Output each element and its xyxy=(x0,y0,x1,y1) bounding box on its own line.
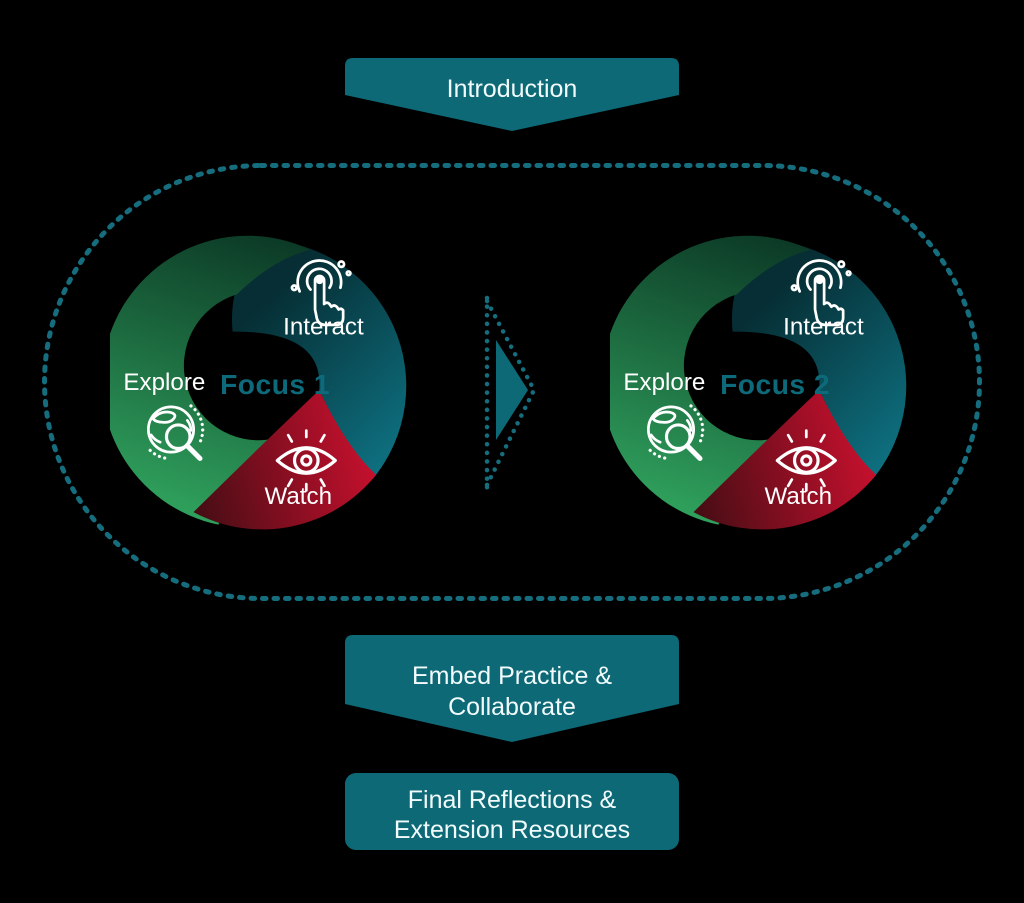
embed-banner-line1: Embed Practice & xyxy=(412,662,612,690)
dotted-capsule-border xyxy=(42,163,982,601)
arrow-dotted-upper-edge xyxy=(484,298,537,393)
intro-banner-label: Introduction xyxy=(447,75,578,103)
cycle-focus-1: Interact Explore Watch Focus 1 xyxy=(110,235,407,530)
segment-watch xyxy=(193,390,377,530)
tap-hand-icon xyxy=(790,259,852,327)
cycle-title: Focus 2 xyxy=(720,368,830,400)
final-banner-shape xyxy=(345,773,679,850)
globe-magnifier-icon xyxy=(646,404,705,461)
eye-icon xyxy=(275,429,337,492)
final-banner-line2: Extension Resources xyxy=(394,816,630,844)
label-watch: Watch xyxy=(764,483,832,510)
label-interact: Interact xyxy=(283,314,364,341)
eye-icon xyxy=(775,429,837,492)
cycle-focus-2: Interact Explore Watch Focus 2 xyxy=(610,235,907,530)
segment-watch xyxy=(693,390,877,530)
segment-interact xyxy=(231,240,407,479)
embed-banner-shape xyxy=(345,635,679,742)
tap-hand-icon xyxy=(290,259,352,327)
label-watch: Watch xyxy=(264,483,332,510)
segment-interact xyxy=(731,240,907,479)
arrow-dotted-lower-edge xyxy=(484,387,537,488)
label-interact: Interact xyxy=(783,314,864,341)
right-arrow-icon xyxy=(484,295,537,491)
intro-banner-shape xyxy=(345,58,679,131)
label-explore: Explore xyxy=(623,369,705,396)
intro-banner[interactable]: Introduction xyxy=(342,55,682,137)
final-banner-line1: Final Reflections & xyxy=(408,786,617,814)
label-explore: Explore xyxy=(123,369,205,396)
dotted-loop-outline xyxy=(42,163,982,601)
globe-magnifier-icon xyxy=(146,404,205,461)
final-banner[interactable]: Final Reflections & Extension Resources xyxy=(342,770,682,854)
cycle-title: Focus 1 xyxy=(220,368,330,400)
arrow-solid-core xyxy=(496,340,528,440)
embed-banner[interactable]: Embed Practice & Collaborate xyxy=(342,632,682,746)
embed-banner-line2: Collaborate xyxy=(448,693,576,721)
